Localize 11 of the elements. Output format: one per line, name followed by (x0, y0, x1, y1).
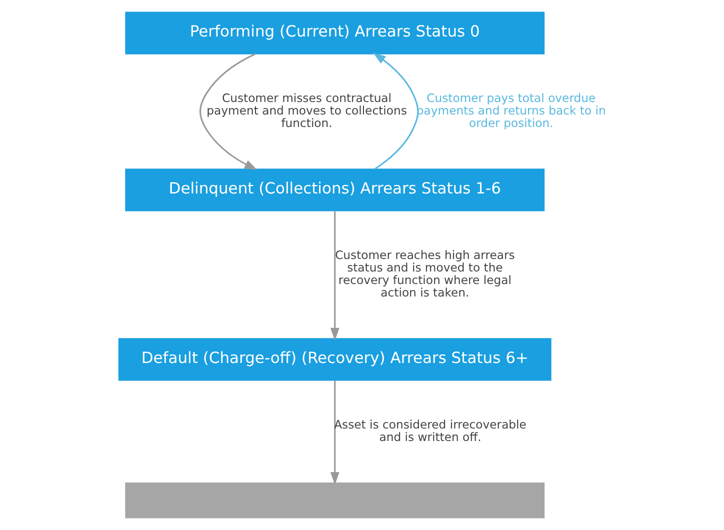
edge-label: Customer misses contractual payment and moves to collections function. (206, 90, 407, 130)
node-bar (125, 482, 545, 518)
node-box: Default (Charge-off) (Recovery) Arrears Status 6+ (118, 338, 552, 381)
arrow (372, 52, 419, 170)
node-box: Performing (Current) Arrears Status 0 (125, 12, 545, 54)
arrow (330, 210, 340, 341)
edge-label: Asset is considered irrecoverable and is written off. (334, 417, 526, 444)
arrow (330, 380, 340, 485)
arrow (200, 53, 258, 170)
node-box: Delinquent (Collections) Arrears Status 1-6 (125, 168, 545, 212)
edge-label: Customer reaches high arrears status and is moved to the recovery function where legal action is taken. (335, 248, 515, 300)
